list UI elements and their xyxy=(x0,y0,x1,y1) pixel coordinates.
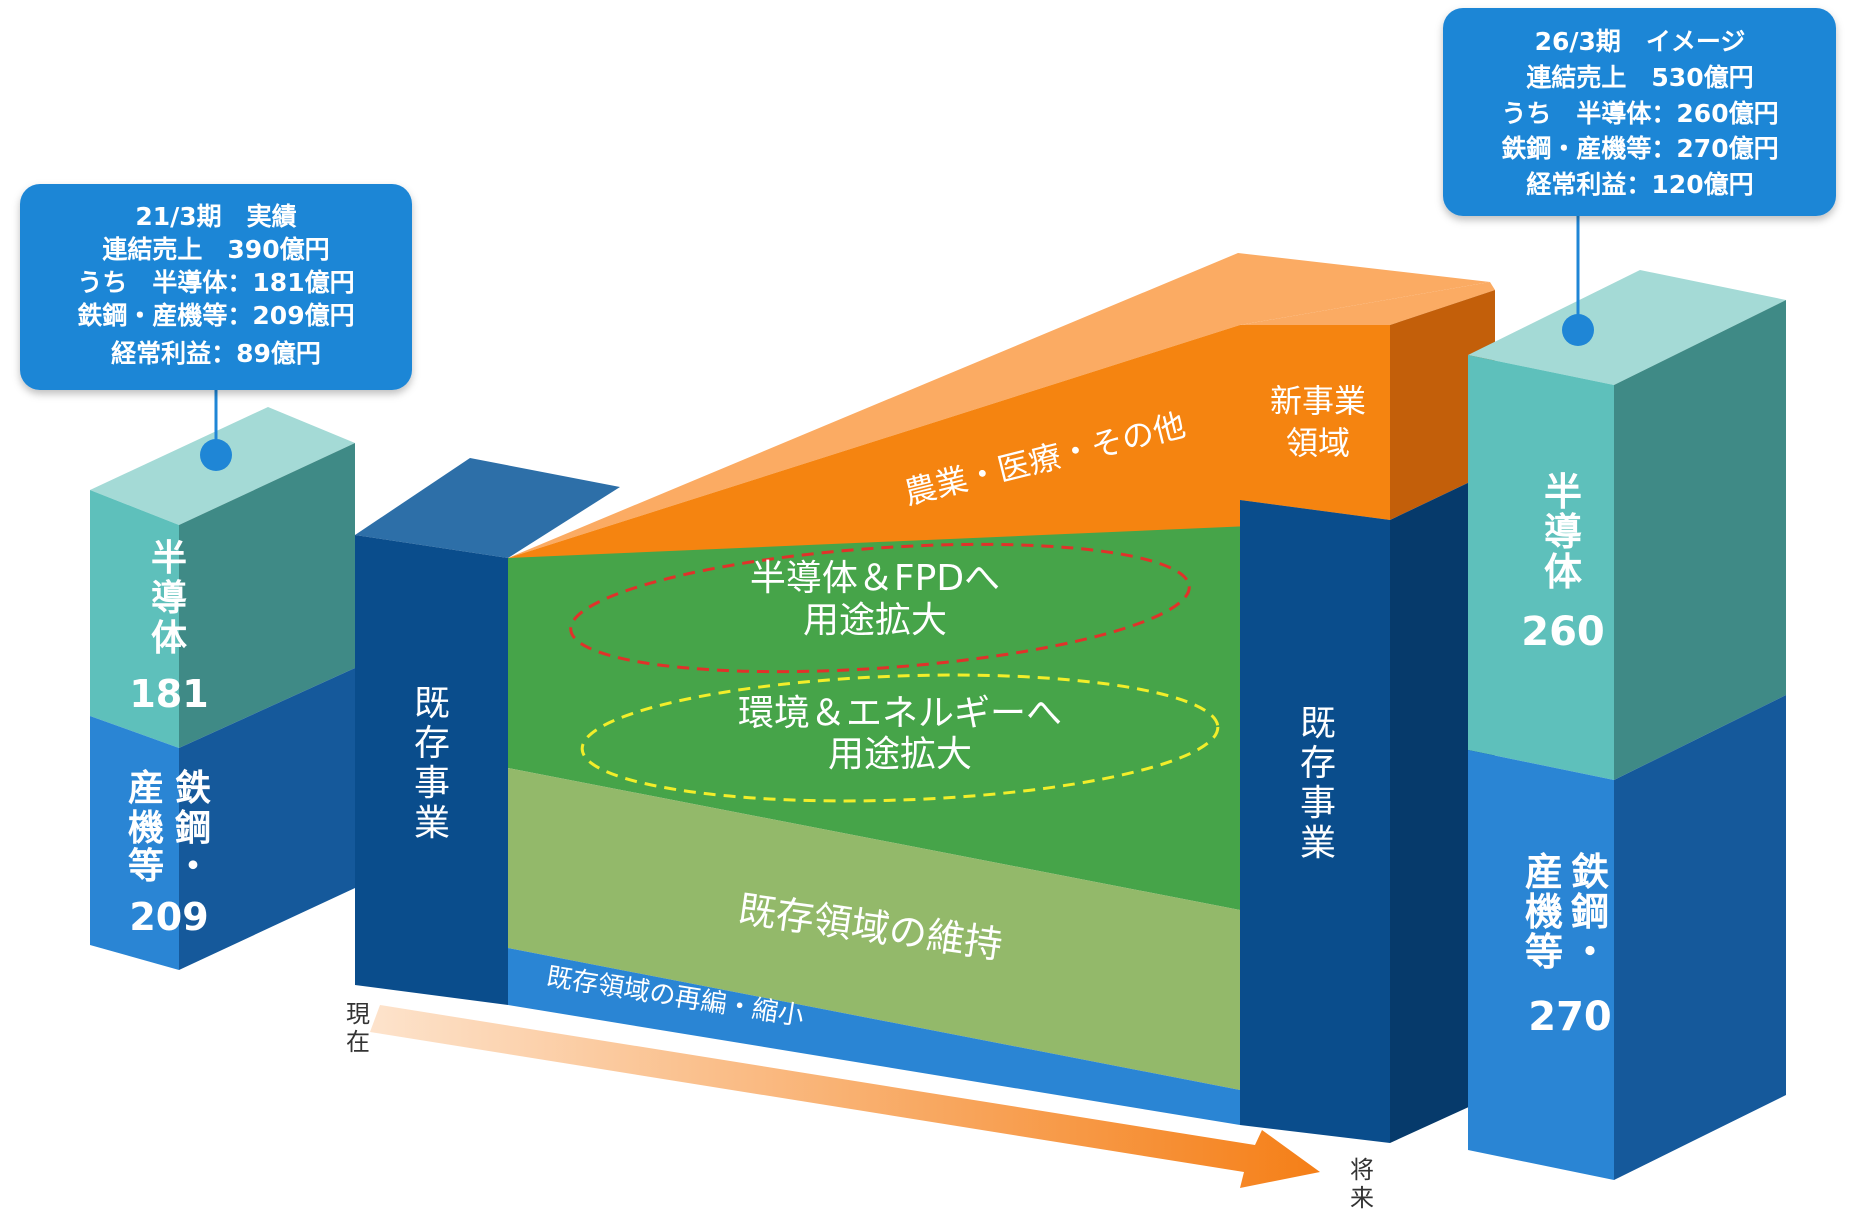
left-callout-line-3: うち 半導体：181億円 xyxy=(77,268,354,297)
left-callout-dot xyxy=(200,439,232,471)
left-semiconductor-value: 181 xyxy=(129,672,208,716)
left-machinery-char-2: 機 xyxy=(128,808,164,849)
right-column-teal-front xyxy=(1468,355,1614,780)
right-steel-value: 270 xyxy=(1528,994,1612,1040)
left-callout-box xyxy=(20,184,412,390)
right-machinery-char-3: 等 xyxy=(1525,930,1563,974)
energy-label-2: 用途拡大 xyxy=(828,734,972,775)
left-steel-char-1: 鉄 xyxy=(175,768,211,809)
right-column-top-face xyxy=(1468,270,1786,385)
left-callout-line-4: 鉄鋼・産機等：209億円 xyxy=(77,301,354,330)
left-semiconductor-char-1: 半 xyxy=(151,538,187,579)
right-semiconductor-value: 260 xyxy=(1521,609,1605,655)
existing-left-char-4: 業 xyxy=(414,803,450,844)
left-column-teal-side xyxy=(179,443,355,748)
right-steel-char-2: 鋼 xyxy=(1571,890,1609,934)
existing-right-char-4: 業 xyxy=(1300,823,1336,864)
restructure-band xyxy=(508,948,1240,1125)
new-business-front xyxy=(508,325,1390,558)
left-steel-char-2: 鋼 xyxy=(175,808,211,849)
semiconductor-fpd-ellipse xyxy=(569,542,1191,674)
left-machinery-char-3: 等 xyxy=(128,846,164,887)
right-callout-line-2: 連結売上 530億円 xyxy=(1526,63,1753,92)
timeline-start-char-1: 現 xyxy=(346,1000,370,1028)
semiconductor-fpd-label-1: 半導体＆FPDへ xyxy=(750,558,1000,599)
left-callout-line-2: 連結売上 390億円 xyxy=(102,235,329,264)
new-business-front-right xyxy=(1240,325,1390,520)
left-machinery-char-1: 産 xyxy=(128,768,164,809)
new-business-top-right xyxy=(1240,282,1495,325)
existing-left-char-2: 存 xyxy=(414,723,450,764)
right-column-blue-front xyxy=(1468,750,1614,1180)
right-machinery-char-2: 機 xyxy=(1525,890,1563,934)
energy-label-1: 環境＆エネルギーへ xyxy=(738,693,1062,734)
left-callout-line-5: 経常利益：89億円 xyxy=(111,339,321,368)
right-callout-line-4: 鉄鋼・産機等：270億円 xyxy=(1501,134,1778,163)
existing-right-char-2: 存 xyxy=(1300,743,1336,784)
existing-block-left-top xyxy=(355,458,620,558)
left-steel-char-3: ・ xyxy=(175,846,211,887)
right-semiconductor-char-1: 半 xyxy=(1544,470,1582,514)
existing-left-char-3: 事 xyxy=(414,763,450,804)
left-semiconductor-char-2: 導 xyxy=(151,578,187,619)
energy-ellipse xyxy=(580,673,1220,803)
timeline-arrow: 現 在 将 来 xyxy=(346,1000,1374,1212)
left-callout-line-1: 21/3期 実績 xyxy=(135,202,296,231)
existing-business-left-front xyxy=(355,535,508,1005)
left-column: 半 導 体 181 鉄 鋼 ・ 産 機 等 209 xyxy=(90,407,355,970)
right-steel-char-1: 鉄 xyxy=(1571,850,1609,894)
right-column-blue-side xyxy=(1614,695,1786,1180)
existing-business-right-front xyxy=(1240,500,1390,1143)
new-business-top-face xyxy=(508,253,1490,558)
right-machinery-char-1: 産 xyxy=(1525,850,1563,894)
left-column-teal-front xyxy=(90,490,179,748)
right-semiconductor-char-3: 体 xyxy=(1544,550,1582,594)
right-column: 半 導 体 260 鉄 鋼 ・ 産 機 等 270 xyxy=(1468,270,1786,1180)
existing-right-char-3: 事 xyxy=(1300,783,1336,824)
timeline-arrow-shape xyxy=(370,1005,1320,1188)
new-business-label-1: 新事業 xyxy=(1270,382,1366,420)
right-semiconductor-char-2: 導 xyxy=(1544,510,1582,554)
existing-left-char-1: 既 xyxy=(414,683,450,724)
left-column-blue-front xyxy=(90,716,179,970)
right-steel-char-3: ・ xyxy=(1571,930,1609,974)
semiconductor-fpd-label-2: 用途拡大 xyxy=(803,600,947,641)
right-callout-dot xyxy=(1562,314,1594,346)
left-steel-value: 209 xyxy=(129,895,208,939)
right-column-teal-side xyxy=(1614,300,1786,780)
right-callout-box xyxy=(1443,8,1836,216)
timeline-start-char-2: 在 xyxy=(346,1028,370,1056)
right-callout-line-5: 経常利益：120億円 xyxy=(1526,170,1753,199)
timeline-end-char-1: 将 xyxy=(1350,1156,1374,1184)
center-body: 半導体＆FPDへ 用途拡大 環境＆エネルギーへ 用途拡大 既存領域の維持 既存領… xyxy=(355,253,1495,1143)
left-semiconductor-char-3: 体 xyxy=(151,618,187,659)
left-callout: 21/3期 実績 連結売上 390億円 うち 半導体：181億円 鉄鋼・産機等：… xyxy=(20,184,412,471)
existing-right-char-1: 既 xyxy=(1300,703,1336,744)
new-business-label-2: 領域 xyxy=(1286,424,1350,462)
left-column-blue-side xyxy=(179,668,355,970)
right-callout: 26/3期 イメージ 連結売上 530億円 うち 半導体：260億円 鉄鋼・産機… xyxy=(1443,8,1836,346)
right-callout-line-3: うち 半導体：260億円 xyxy=(1501,99,1778,128)
maintain-band xyxy=(508,768,1240,1090)
timeline-end-char-2: 来 xyxy=(1350,1184,1374,1212)
expansion-area xyxy=(508,500,1240,910)
right-callout-line-1: 26/3期 イメージ xyxy=(1535,27,1746,56)
